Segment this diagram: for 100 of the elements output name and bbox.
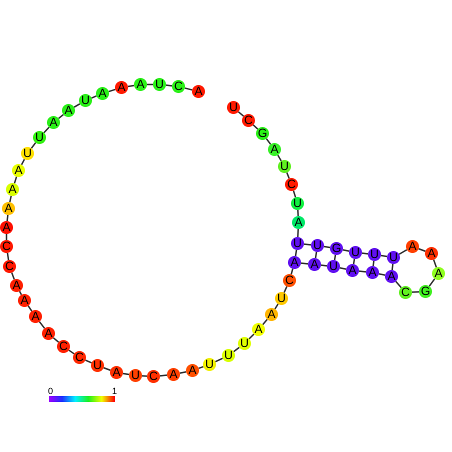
- backbone-line: [277, 154, 282, 162]
- nucleotide-circle: C: [0, 240, 13, 253]
- nucleotide-circle: C: [147, 370, 160, 383]
- nucleotide-circle: U: [21, 147, 34, 160]
- nucleotide-circle: U: [79, 94, 92, 107]
- nucleotide-circle: U: [129, 369, 142, 382]
- nucleotide-circle: U: [275, 292, 288, 305]
- backbone-line: [340, 267, 346, 270]
- nucleotide-circle: A: [47, 116, 60, 129]
- backbone-line: [380, 254, 388, 258]
- nucleotide-circle: A: [268, 143, 281, 156]
- backbone-line: [290, 268, 294, 274]
- nucleotide-circle: A: [308, 258, 321, 271]
- backbone-line: [147, 84, 153, 86]
- nucleotide-circle: A: [42, 327, 55, 340]
- nucleotide-circle: U: [349, 246, 362, 259]
- backbone-line: [248, 334, 254, 340]
- nucleotide-circle: U: [33, 131, 46, 144]
- nucleotide-circle: A: [6, 183, 19, 196]
- backbone-line: [334, 254, 336, 260]
- nucleotide-circle: A: [115, 81, 128, 94]
- nucleotide-circle: C: [242, 114, 255, 127]
- nucleotide-circle: A: [18, 294, 31, 307]
- backbone-line: [428, 278, 436, 287]
- nucleotide-circle: U: [368, 248, 381, 261]
- nucleotide-circle: U: [291, 197, 304, 210]
- backbone-line: [432, 259, 438, 268]
- backbone-line: [6, 214, 9, 222]
- nucleotide-circle: G: [256, 127, 269, 140]
- backbone-line: [266, 138, 272, 145]
- nucleotide-circle: A: [425, 247, 438, 260]
- backbone-line: [6, 252, 10, 260]
- backbone-line: [180, 371, 186, 374]
- backbone-line: [372, 260, 375, 266]
- backbone-line: [43, 126, 50, 134]
- nucleotide-circle: A: [252, 323, 265, 336]
- nucleotide-circle: U: [203, 358, 216, 371]
- nucleotide-circle: U: [387, 251, 400, 264]
- backbone-line: [74, 103, 80, 108]
- nucleotide-circle: U: [91, 359, 104, 372]
- backbone-line: [294, 250, 298, 256]
- backbone-line: [362, 252, 368, 255]
- scale-tick-label: 1: [112, 387, 118, 396]
- nucleotide-circle: C: [283, 274, 296, 287]
- nucleotide-circle: A: [265, 308, 278, 321]
- nucleotide-circle: A: [10, 279, 23, 292]
- nucleotide-circle: C: [3, 260, 16, 273]
- scale-tick-label: 0: [48, 387, 54, 396]
- backbone-line: [103, 367, 111, 371]
- nucleotide-circle: A: [62, 104, 75, 117]
- backbone-line: [297, 228, 299, 238]
- nucleotide-circle: U: [291, 237, 304, 250]
- nucleotide-circle: A: [2, 202, 15, 215]
- nucleotide-circle: A: [12, 164, 25, 177]
- backbone-line: [58, 114, 64, 120]
- nucleotide-circle: U: [278, 160, 291, 173]
- nucleotide-circle: U: [227, 101, 240, 114]
- nucleotide-circle: U: [238, 337, 251, 350]
- nucleotide-circle: A: [110, 366, 123, 379]
- nucleotide-circle: A: [192, 85, 205, 98]
- backbone-line: [391, 264, 394, 270]
- nucleotide-circle: U: [222, 349, 235, 362]
- backbone-line: [91, 95, 97, 99]
- nucleotide-circle: A: [346, 264, 359, 277]
- nucleotide-circle: A: [366, 266, 379, 279]
- nucleotide-circle: A: [385, 270, 398, 283]
- backbone-line: [412, 291, 420, 293]
- nucleotide-circle: U: [153, 78, 166, 91]
- backbone-line: [184, 87, 192, 91]
- nucleotide-circle: A: [96, 87, 109, 100]
- backbone-line: [215, 358, 223, 362]
- nucleotide-circle: C: [285, 178, 298, 191]
- backbone-line: [9, 196, 12, 202]
- nucleotide-circle: A: [0, 221, 13, 234]
- backbone-line: [38, 321, 46, 329]
- nucleotide-circle: C: [399, 286, 412, 299]
- backbone-line: [14, 176, 18, 184]
- backbone-line: [283, 286, 288, 293]
- nucleotide-circle: A: [432, 267, 445, 280]
- backbone-line: [297, 210, 299, 216]
- backbone-line: [324, 246, 330, 248]
- nucleotide-circle: A: [29, 310, 42, 323]
- nucleotide-circle: U: [327, 260, 340, 273]
- backbone-line: [128, 84, 134, 88]
- nucleotide-circle: G: [330, 242, 343, 255]
- backbone-line: [166, 84, 172, 87]
- backbone-line: [30, 142, 36, 149]
- nucleotide-circle: G: [419, 285, 432, 298]
- backbone-line: [300, 262, 308, 265]
- nucleotide-circle: A: [186, 364, 199, 377]
- nucleotide-circle: C: [57, 340, 70, 353]
- backbone-line: [233, 346, 240, 352]
- backbone-line: [304, 243, 312, 246]
- backbone-line: [342, 249, 350, 252]
- backbone-line: [398, 249, 408, 255]
- nucleotide-circle: U: [311, 239, 324, 252]
- nucleotide-circle: C: [73, 351, 86, 364]
- backbone-line: [358, 270, 366, 273]
- nucleotide-circle: C: [172, 80, 185, 93]
- backbone-line: [85, 359, 92, 364]
